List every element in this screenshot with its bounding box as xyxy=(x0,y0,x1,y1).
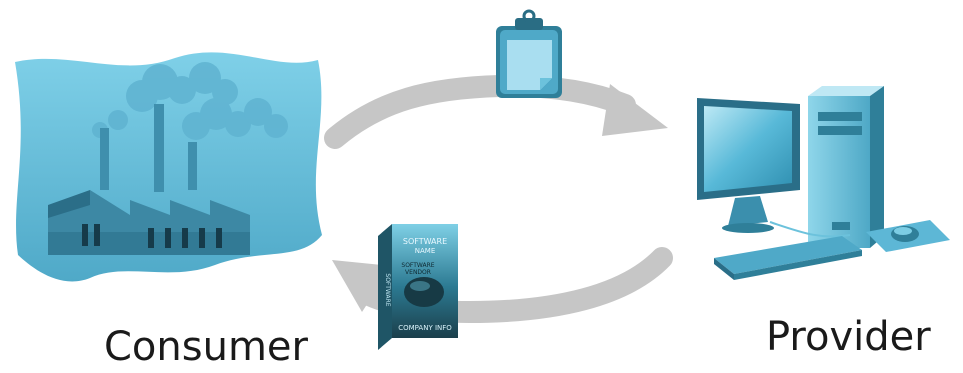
provider-label: Provider xyxy=(766,314,931,360)
factory-icon xyxy=(15,52,322,282)
box-vendor-line1: SOFTWARE xyxy=(401,262,434,269)
box-title-line1: SOFTWARE xyxy=(403,237,447,246)
consumer-label: Consumer xyxy=(104,324,308,370)
box-title-line2: NAME xyxy=(415,247,436,255)
box-vendor-line2: VENDOR xyxy=(405,269,431,276)
clipboard-icon xyxy=(496,9,562,98)
software-box-icon: SOFTWARE NAME SOFTWARE VENDOR COMPANY IN… xyxy=(378,224,458,350)
box-company: COMPANY INFO xyxy=(398,324,452,332)
box-spine: SOFTWARE xyxy=(384,273,391,306)
computer-icon xyxy=(697,86,950,280)
